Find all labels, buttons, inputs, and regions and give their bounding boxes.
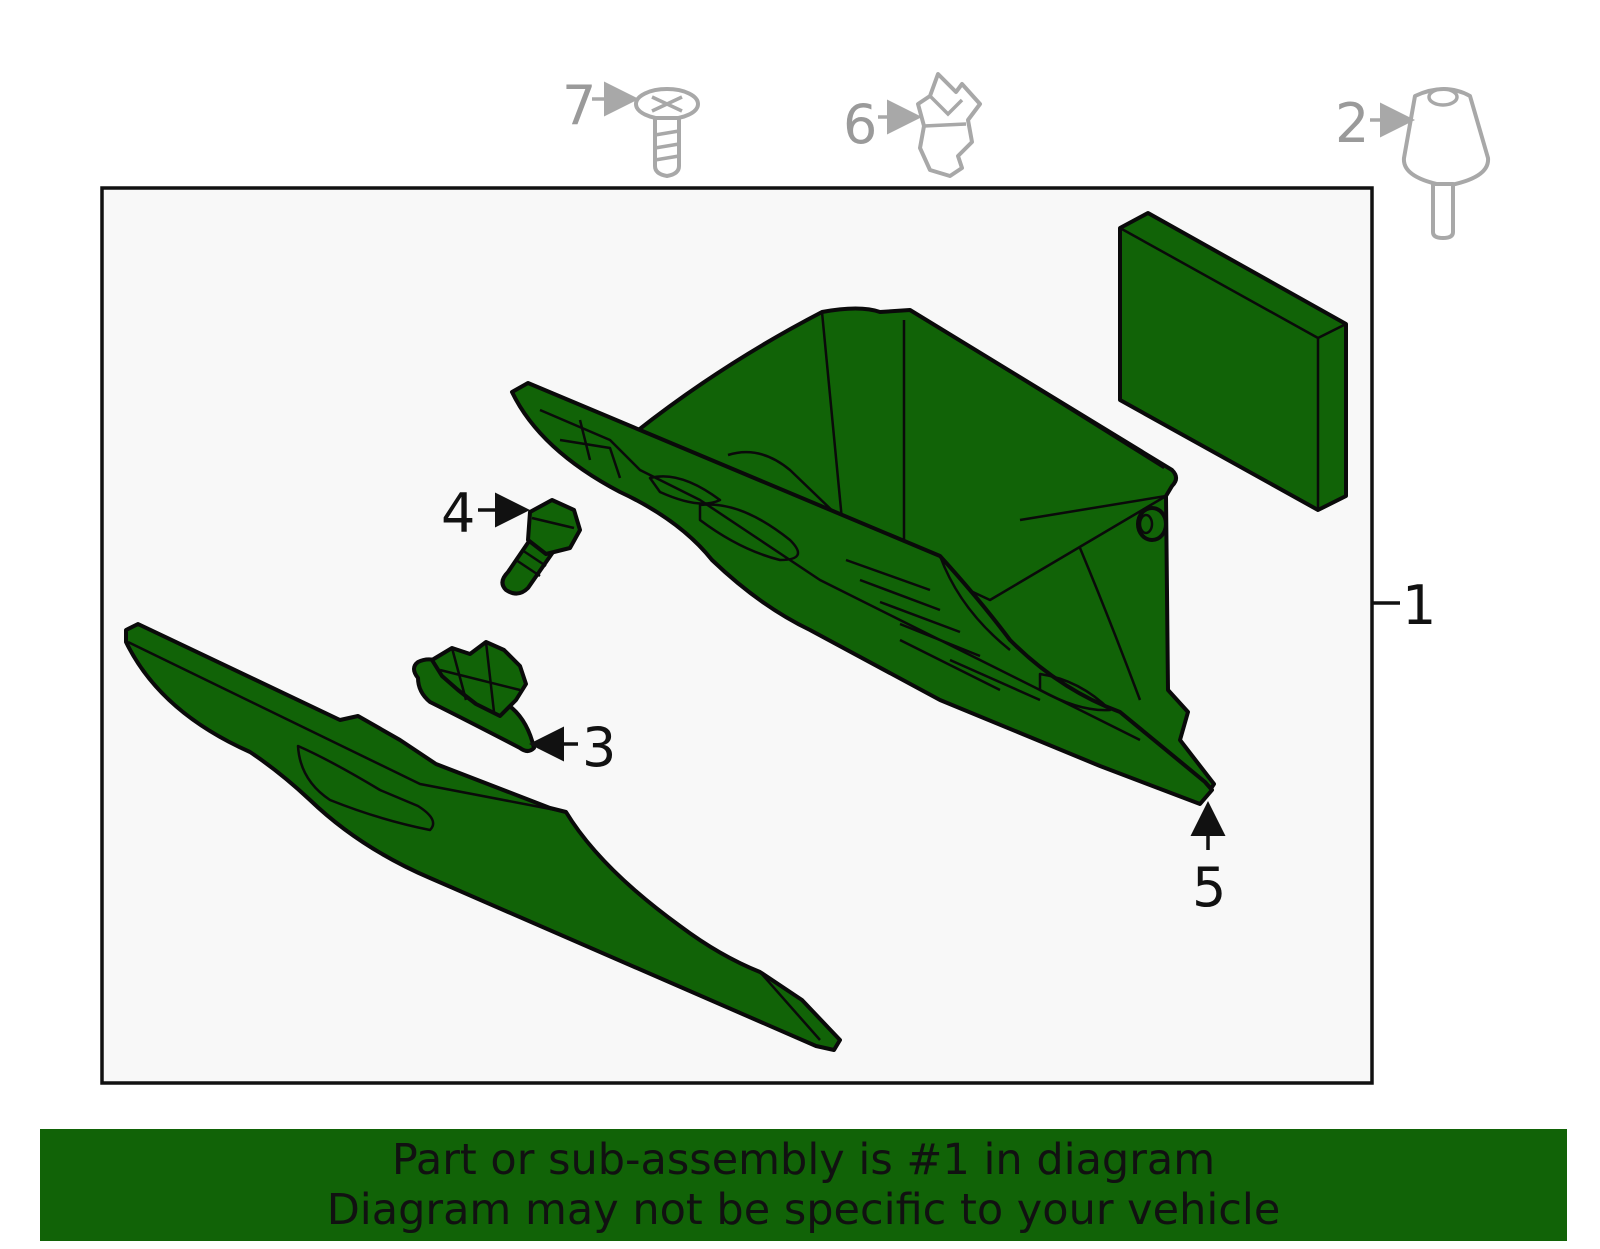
part-2-bumper — [1401, 87, 1491, 240]
callout-1: 1 — [1402, 574, 1436, 637]
glove-box-liner-pad — [1118, 211, 1348, 512]
callout-5: 5 — [1192, 856, 1226, 919]
banner-line-1: Part or sub-assembly is #1 in diagram — [391, 1135, 1216, 1185]
callout-4: 4 — [441, 482, 475, 545]
notice-banner: Part or sub-assembly is #1 in diagram Di… — [40, 1129, 1567, 1241]
part-4-bolt — [500, 498, 582, 596]
callout-6: 6 — [843, 93, 877, 156]
glove-box-door-panel — [124, 622, 842, 1052]
part-7-screw — [634, 87, 700, 178]
callout-3: 3 — [582, 716, 616, 779]
glove-box-door-frame — [510, 381, 1214, 806]
banner-line-2: Diagram may not be specific to your vehi… — [326, 1185, 1281, 1235]
part-6-clip — [916, 72, 982, 178]
callout-7: 7 — [562, 74, 596, 137]
callout-2: 2 — [1335, 92, 1369, 155]
